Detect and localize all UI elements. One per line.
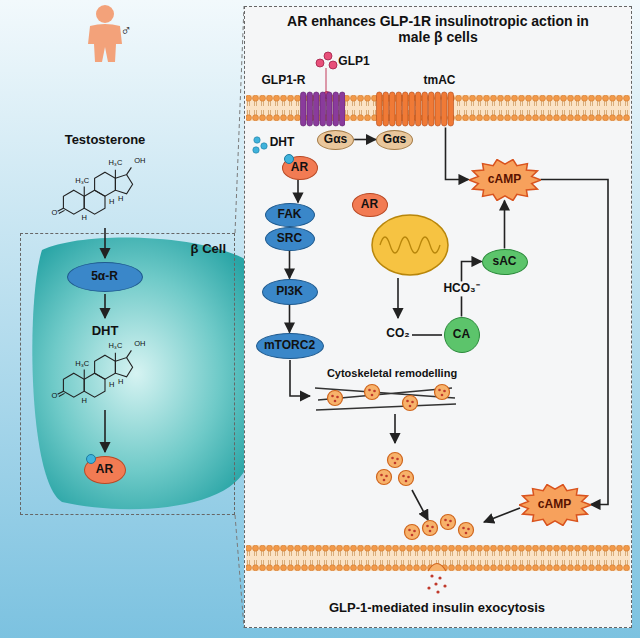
receptor: tmAC [372, 74, 456, 128]
protein-node: AR [352, 193, 388, 217]
panel-ground [244, 6, 632, 628]
node-label: Gαs [383, 133, 406, 147]
zoom-line [235, 6, 244, 628]
atom-label: H [109, 198, 114, 206]
protein-node: sAC [482, 249, 528, 275]
text-label: GLP-1-mediated insulin exocytosis [329, 601, 545, 615]
atom-label: O [51, 391, 57, 399]
person-icon [88, 5, 122, 62]
node-label: CA [453, 328, 470, 342]
receptor: GLP1-R [262, 74, 360, 128]
steroid-structure [58, 350, 133, 397]
signal-arrow [541, 180, 609, 505]
atom-label: H [81, 397, 86, 405]
atom-label: H₃C [108, 158, 122, 166]
beta-cell-body [32, 238, 263, 510]
text-label: CO₂ [386, 327, 409, 340]
text-label: Cytoskeletal remodelling [327, 367, 457, 379]
edge-label: HCO₃⁻ [441, 281, 481, 296]
signal-arrow [504, 201, 506, 249]
atom-label: O [51, 208, 57, 216]
atom-label: H [118, 194, 123, 202]
mitochondrion [372, 215, 448, 275]
signal-arrow [446, 128, 469, 180]
atom-label: H [81, 214, 86, 222]
plasma-membrane [246, 545, 630, 571]
atom-label: OH [134, 340, 145, 348]
node-label: PI3K [276, 285, 303, 299]
atom-label: OH [134, 157, 145, 165]
protein-node: AR [84, 456, 126, 484]
region-box: 5α-R AR β Cell [20, 233, 235, 515]
node-label: mTORC2 [264, 339, 315, 353]
signal-arrow [297, 180, 299, 203]
region-box: GLP1-R tmAC Gαs GαsAR FAK SRC PI3K mTORC2 AR CA sA… [244, 6, 632, 628]
panel-heading: β Cell [191, 242, 226, 257]
node-label: sAC [492, 255, 516, 269]
protein-node: 5α-R [67, 262, 143, 292]
protein-node: mTORC2 [256, 333, 324, 359]
text-label: Testosterone [65, 133, 146, 147]
text-label: GLP1 [338, 55, 369, 68]
node-label: FAK [278, 208, 302, 222]
protein-node: PI3K [262, 279, 318, 305]
signal-arrow [289, 251, 291, 279]
protein-node: SRC [265, 227, 315, 251]
node-label: cAMP [488, 173, 521, 187]
signal-arrow [354, 139, 376, 141]
node-label: SRC [277, 232, 302, 246]
panel-heading: AR enhances GLP-1R insulinotropic action… [273, 13, 603, 45]
node-label: tmAC [424, 74, 456, 88]
atom-label: H [118, 377, 123, 385]
atom-label: H₃C [108, 341, 122, 349]
node-label: AR [96, 463, 113, 477]
protein-node: AR [282, 156, 318, 180]
text-label: DHT [270, 136, 295, 149]
dht-molecule [253, 137, 267, 153]
atom-label: H [109, 381, 114, 389]
exocytosis [427, 564, 446, 594]
protein-node: Gαs [317, 130, 354, 150]
atom-label: H₃C [75, 359, 89, 367]
node-label: AR [291, 161, 308, 175]
text-label: ♂ [120, 22, 131, 39]
ligand-dot [86, 454, 96, 464]
helix-bundle [300, 91, 346, 127]
steroid-structure [58, 167, 133, 214]
protein-node: Gαs [376, 130, 413, 150]
node-label: AR [361, 198, 378, 212]
pathway-arrow [105, 228, 520, 522]
protein-node: FAK [265, 203, 315, 227]
messenger-burst: cAMP [519, 484, 591, 526]
node-label: cAMP [538, 498, 571, 512]
node-label: GLP1-R [262, 74, 306, 88]
pathway-line [412, 334, 442, 336]
helix-bundle [376, 91, 454, 127]
text-label: DHT [92, 324, 119, 338]
ligand-line [326, 68, 327, 92]
node-label: 5α-R [91, 270, 118, 284]
messenger-burst: cAMP [469, 159, 541, 201]
insulin-granule [328, 385, 474, 540]
node-label: Gαs [324, 133, 347, 147]
protein-node: CA [444, 317, 480, 353]
signal-arrow [289, 305, 291, 333]
atom-label: H₃C [75, 176, 89, 184]
